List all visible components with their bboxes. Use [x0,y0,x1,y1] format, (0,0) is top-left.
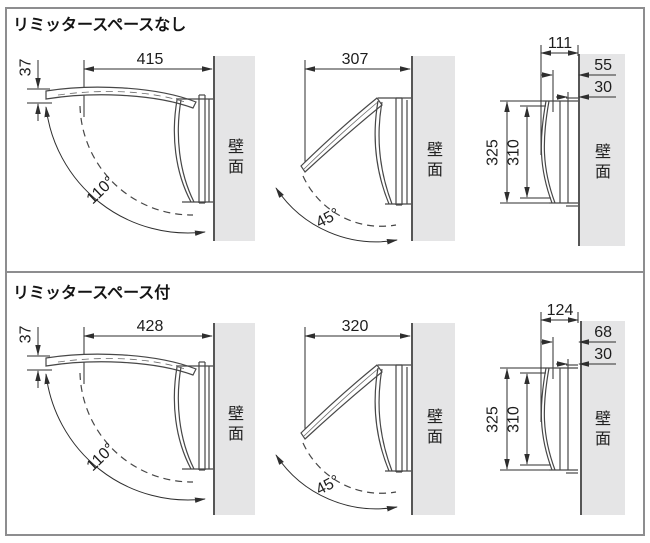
section-2-title: リミッタースペース付 [13,285,171,302]
s2-body-height-dim-label: 310 [505,406,523,433]
s1-flap-height-dim-label: 37 [17,58,35,77]
s1-total-depth-dim-label: 111 [547,35,573,52]
wall-surface-label: 壁面 [424,408,441,448]
s2-mid-width-dim-label: 320 [341,318,369,335]
wall-surface-label: 壁面 [592,410,609,450]
wall-surface-label: 壁面 [592,143,609,183]
wall-surface-label: 壁面 [225,405,242,445]
s1-mid-width-dim-label: 307 [341,51,369,68]
wall-surface-label: 壁面 [424,141,441,181]
s2-flap-height-dim-label: 37 [17,325,35,344]
s1-total-height-dim-label: 325 [484,139,502,166]
section-1-title: リミッタースペースなし [13,17,187,34]
section-divider [5,271,645,273]
s2-front-depth-dim-label: 68 [594,324,612,341]
s2-total-depth-dim-label: 124 [546,302,574,319]
wall-surface-label: 壁面 [225,138,242,178]
s1-open-width-dim-label: 415 [136,51,164,68]
s2-total-height-dim-label: 325 [484,406,502,433]
s2-back-depth-dim-label: 30 [594,346,612,363]
s1-body-height-dim-label: 310 [505,139,523,166]
s1-back-depth-dim-label: 30 [594,79,612,96]
s2-open-width-dim-label: 428 [136,318,164,335]
s1-front-depth-dim-label: 55 [594,57,612,74]
